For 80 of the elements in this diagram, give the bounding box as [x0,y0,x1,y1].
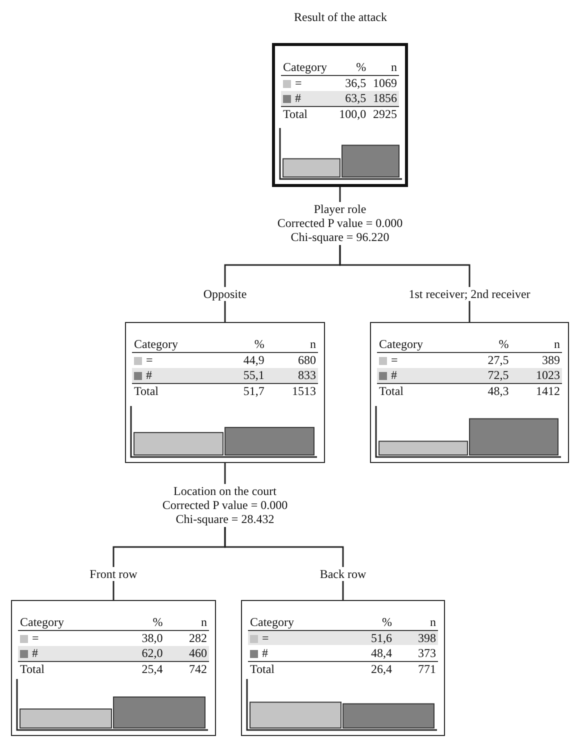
count-value: 398 [394,630,438,646]
p-value-text: Corrected P value = 0.000 [161,498,289,512]
count-value: 680 [266,352,318,368]
percent-value: 36,5 [334,76,368,91]
category-label: = [146,353,153,367]
count-value: 771 [394,662,438,677]
tree-branch-line [339,187,341,202]
category-label: = [32,631,39,645]
percent-value: 48,3 [464,384,511,399]
count-value: 1513 [266,384,318,399]
percent-value: 27,5 [464,352,511,368]
percent-value: 62,0 [114,646,165,662]
column-header: % [344,615,394,630]
node-box [272,43,408,187]
p-value-text: Corrected P value = 0.000 [276,216,404,230]
category-label: = [295,76,302,90]
column-header: n [394,615,438,630]
column-header: Category [132,337,220,352]
column-header: Category [281,60,334,76]
count-value: 1023 [510,368,562,384]
category-label: = [391,353,398,367]
category-label: # [391,368,397,382]
column-header: n [164,615,209,630]
edge-label: 1st receiver; 2nd receiver [408,286,532,300]
percent-value: 100,0 [334,106,368,122]
count-value: 1069 [368,76,399,91]
column-header: % [220,337,266,352]
percent-value: 51,7 [220,384,266,399]
count-value: 2925 [368,106,399,122]
percent-value: 48,4 [344,646,394,662]
chi-square-text: Chi-square = 96.220 [290,230,390,244]
chi-square-text: Chi-square = 28.432 [174,512,276,526]
column-header: Category [377,337,465,352]
percent-value: 38,0 [114,630,165,646]
category-label: = [262,631,269,645]
count-value: 1856 [368,91,399,106]
node-box [125,322,325,463]
column-header: % [464,337,511,352]
category-label: # [146,368,152,382]
column-header: n [266,337,318,352]
percent-value: 72,5 [464,368,511,384]
count-value: 389 [510,352,562,368]
column-header: n [368,60,399,76]
node-box [11,600,216,736]
column-header: Category [248,615,344,630]
node-box [370,322,569,463]
total-label: Total [248,662,344,677]
tree-title: Result of the attack [294,10,387,24]
total-label: Total [281,106,334,122]
category-label: # [32,646,38,660]
column-header: n [510,337,562,352]
column-header: % [334,60,368,76]
tree-branch-line [339,245,470,322]
total-label: Total [18,662,114,677]
node-box [241,600,445,736]
edge-label: Front row [88,566,138,580]
tree-branch-line [224,463,226,484]
percent-value: 26,4 [344,662,394,677]
percent-value: 63,5 [334,91,368,106]
tree-branch-line [224,527,344,600]
split-variable-text: Location on the court [172,484,278,498]
edge-label: Opposite [202,286,248,300]
count-value: 373 [394,646,438,662]
total-label: Total [132,384,220,399]
percent-value: 51,6 [344,630,394,646]
percent-value: 44,9 [220,352,266,368]
percent-value: 55,1 [220,368,266,384]
total-label: Total [377,384,465,399]
count-value: 282 [164,630,209,646]
edge-label: Back row [318,566,368,580]
count-value: 1412 [510,384,562,399]
count-value: 742 [164,662,209,677]
column-header: % [114,615,165,630]
count-value: 833 [266,368,318,384]
column-header: Category [18,615,114,630]
count-value: 460 [164,646,209,662]
percent-value: 25,4 [114,662,165,677]
category-label: # [295,91,301,105]
split-variable-text: Player role [312,202,368,216]
category-label: # [262,646,268,660]
